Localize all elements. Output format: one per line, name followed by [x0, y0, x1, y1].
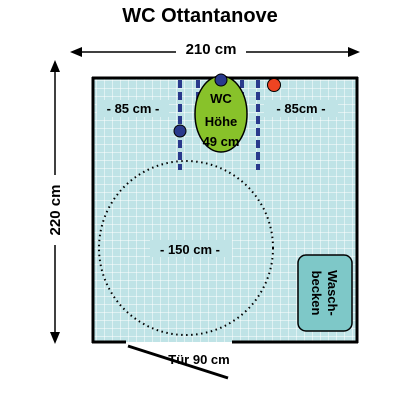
- toilet-label-2: Höhe: [205, 114, 238, 129]
- height-dimension: 220 cm: [45, 60, 65, 344]
- door-leaf: [127, 344, 229, 380]
- paper-holder-dot: [173, 124, 187, 138]
- width-label: 210 cm: [186, 41, 237, 58]
- washbasin-label-1: Wasch-: [325, 270, 340, 316]
- arrow-up-icon: [50, 60, 60, 72]
- arrow-right-icon: [348, 47, 360, 57]
- arrow-down-icon: [50, 332, 60, 344]
- toilet-label-3: 49 cm: [203, 134, 240, 149]
- washbasin-label-2: becken: [309, 271, 324, 316]
- toilet-top-dot: [214, 73, 228, 87]
- page-title: WC Ottantanove: [122, 5, 278, 27]
- turning-circle-label: - 150 cm -: [160, 242, 220, 257]
- arrow-left-icon: [70, 47, 82, 57]
- width-dimension: 210 cm: [70, 38, 360, 58]
- toilet-label-1: WC: [210, 91, 232, 106]
- left-space-label: - 85 cm -: [107, 101, 160, 116]
- height-label: 220 cm: [47, 185, 64, 236]
- turning-circle: [98, 160, 274, 336]
- door-label: Tür 90 cm: [168, 352, 229, 367]
- washbasin: [297, 254, 353, 332]
- right-space-label: - 85cm -: [276, 101, 325, 116]
- flush-button-dot: [267, 78, 281, 92]
